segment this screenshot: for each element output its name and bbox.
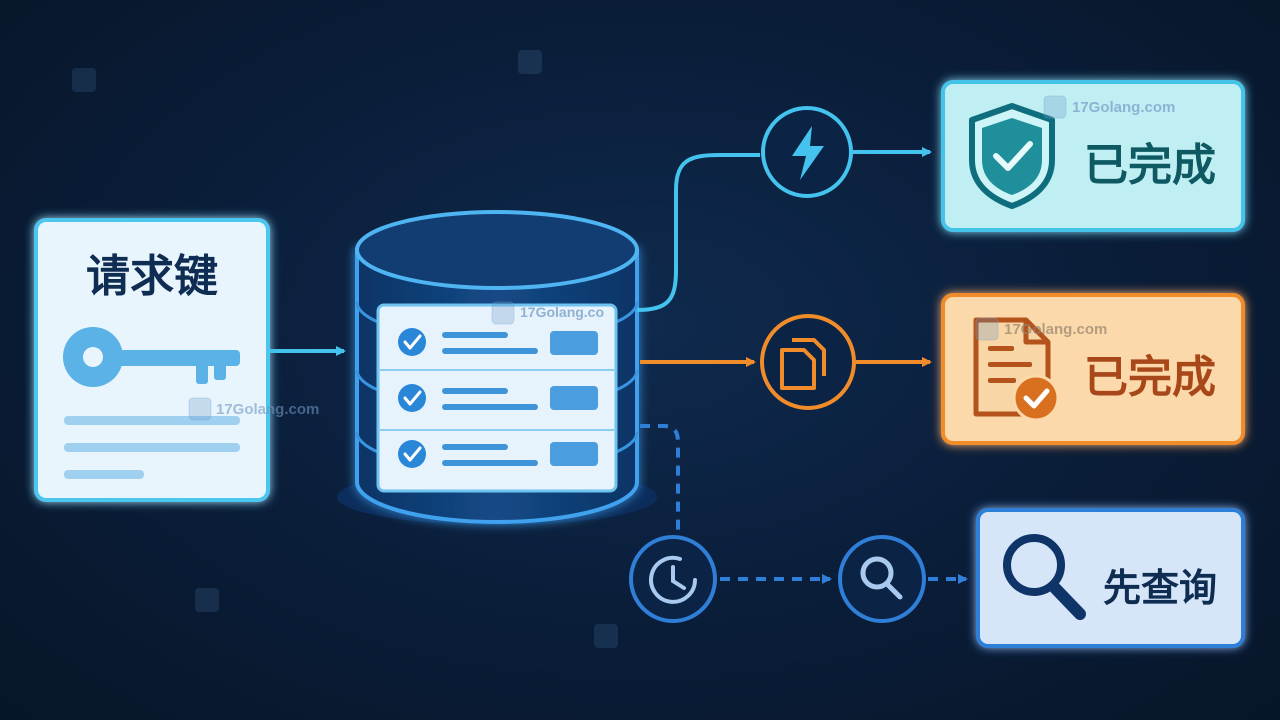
record-row bbox=[398, 328, 598, 356]
shield-check-icon bbox=[969, 103, 1055, 209]
document-check-icon bbox=[973, 317, 1060, 422]
watermark: 17Golang.com bbox=[975, 317, 1107, 341]
svg-text:17Golang.com: 17Golang.com bbox=[216, 401, 319, 418]
copy-node bbox=[760, 314, 856, 410]
watermark-faint bbox=[72, 50, 618, 648]
completed-secondary-label: 已完成 bbox=[1084, 352, 1216, 403]
watermark: 17Golang.com bbox=[1043, 95, 1175, 119]
magnifier-icon bbox=[1003, 534, 1086, 620]
search-node bbox=[838, 535, 926, 623]
watermark: 17Golang.com bbox=[188, 397, 319, 421]
completed-primary-card: 已完成 bbox=[941, 80, 1245, 232]
request-key-title: 请求键 bbox=[86, 251, 218, 302]
record-row bbox=[398, 440, 598, 468]
key-icon bbox=[63, 327, 240, 387]
query-first-card: 先查询 bbox=[976, 508, 1245, 648]
svg-text:17Golang.com: 17Golang.com bbox=[1072, 99, 1175, 116]
svg-text:17Golang.com: 17Golang.com bbox=[1004, 321, 1107, 338]
connector-to-lightning bbox=[636, 153, 760, 312]
dashed-connector-to-clock bbox=[640, 424, 680, 538]
watermark: 17Golang.co bbox=[491, 301, 604, 325]
lightning-icon bbox=[792, 126, 824, 180]
text-lines bbox=[64, 416, 240, 479]
database-icon bbox=[337, 210, 657, 525]
copy-icon bbox=[780, 338, 826, 390]
clock-node bbox=[629, 535, 717, 623]
clock-icon bbox=[649, 555, 697, 604]
query-first-label: 先查询 bbox=[1103, 566, 1217, 610]
record-row bbox=[398, 384, 598, 412]
request-key-card: 请求键 bbox=[34, 218, 270, 502]
completed-secondary-card: 已完成 bbox=[941, 293, 1245, 445]
svg-text:17Golang.co: 17Golang.co bbox=[520, 304, 604, 320]
completed-primary-label: 已完成 bbox=[1084, 140, 1216, 191]
search-icon bbox=[860, 556, 903, 600]
lightning-node bbox=[761, 106, 853, 198]
